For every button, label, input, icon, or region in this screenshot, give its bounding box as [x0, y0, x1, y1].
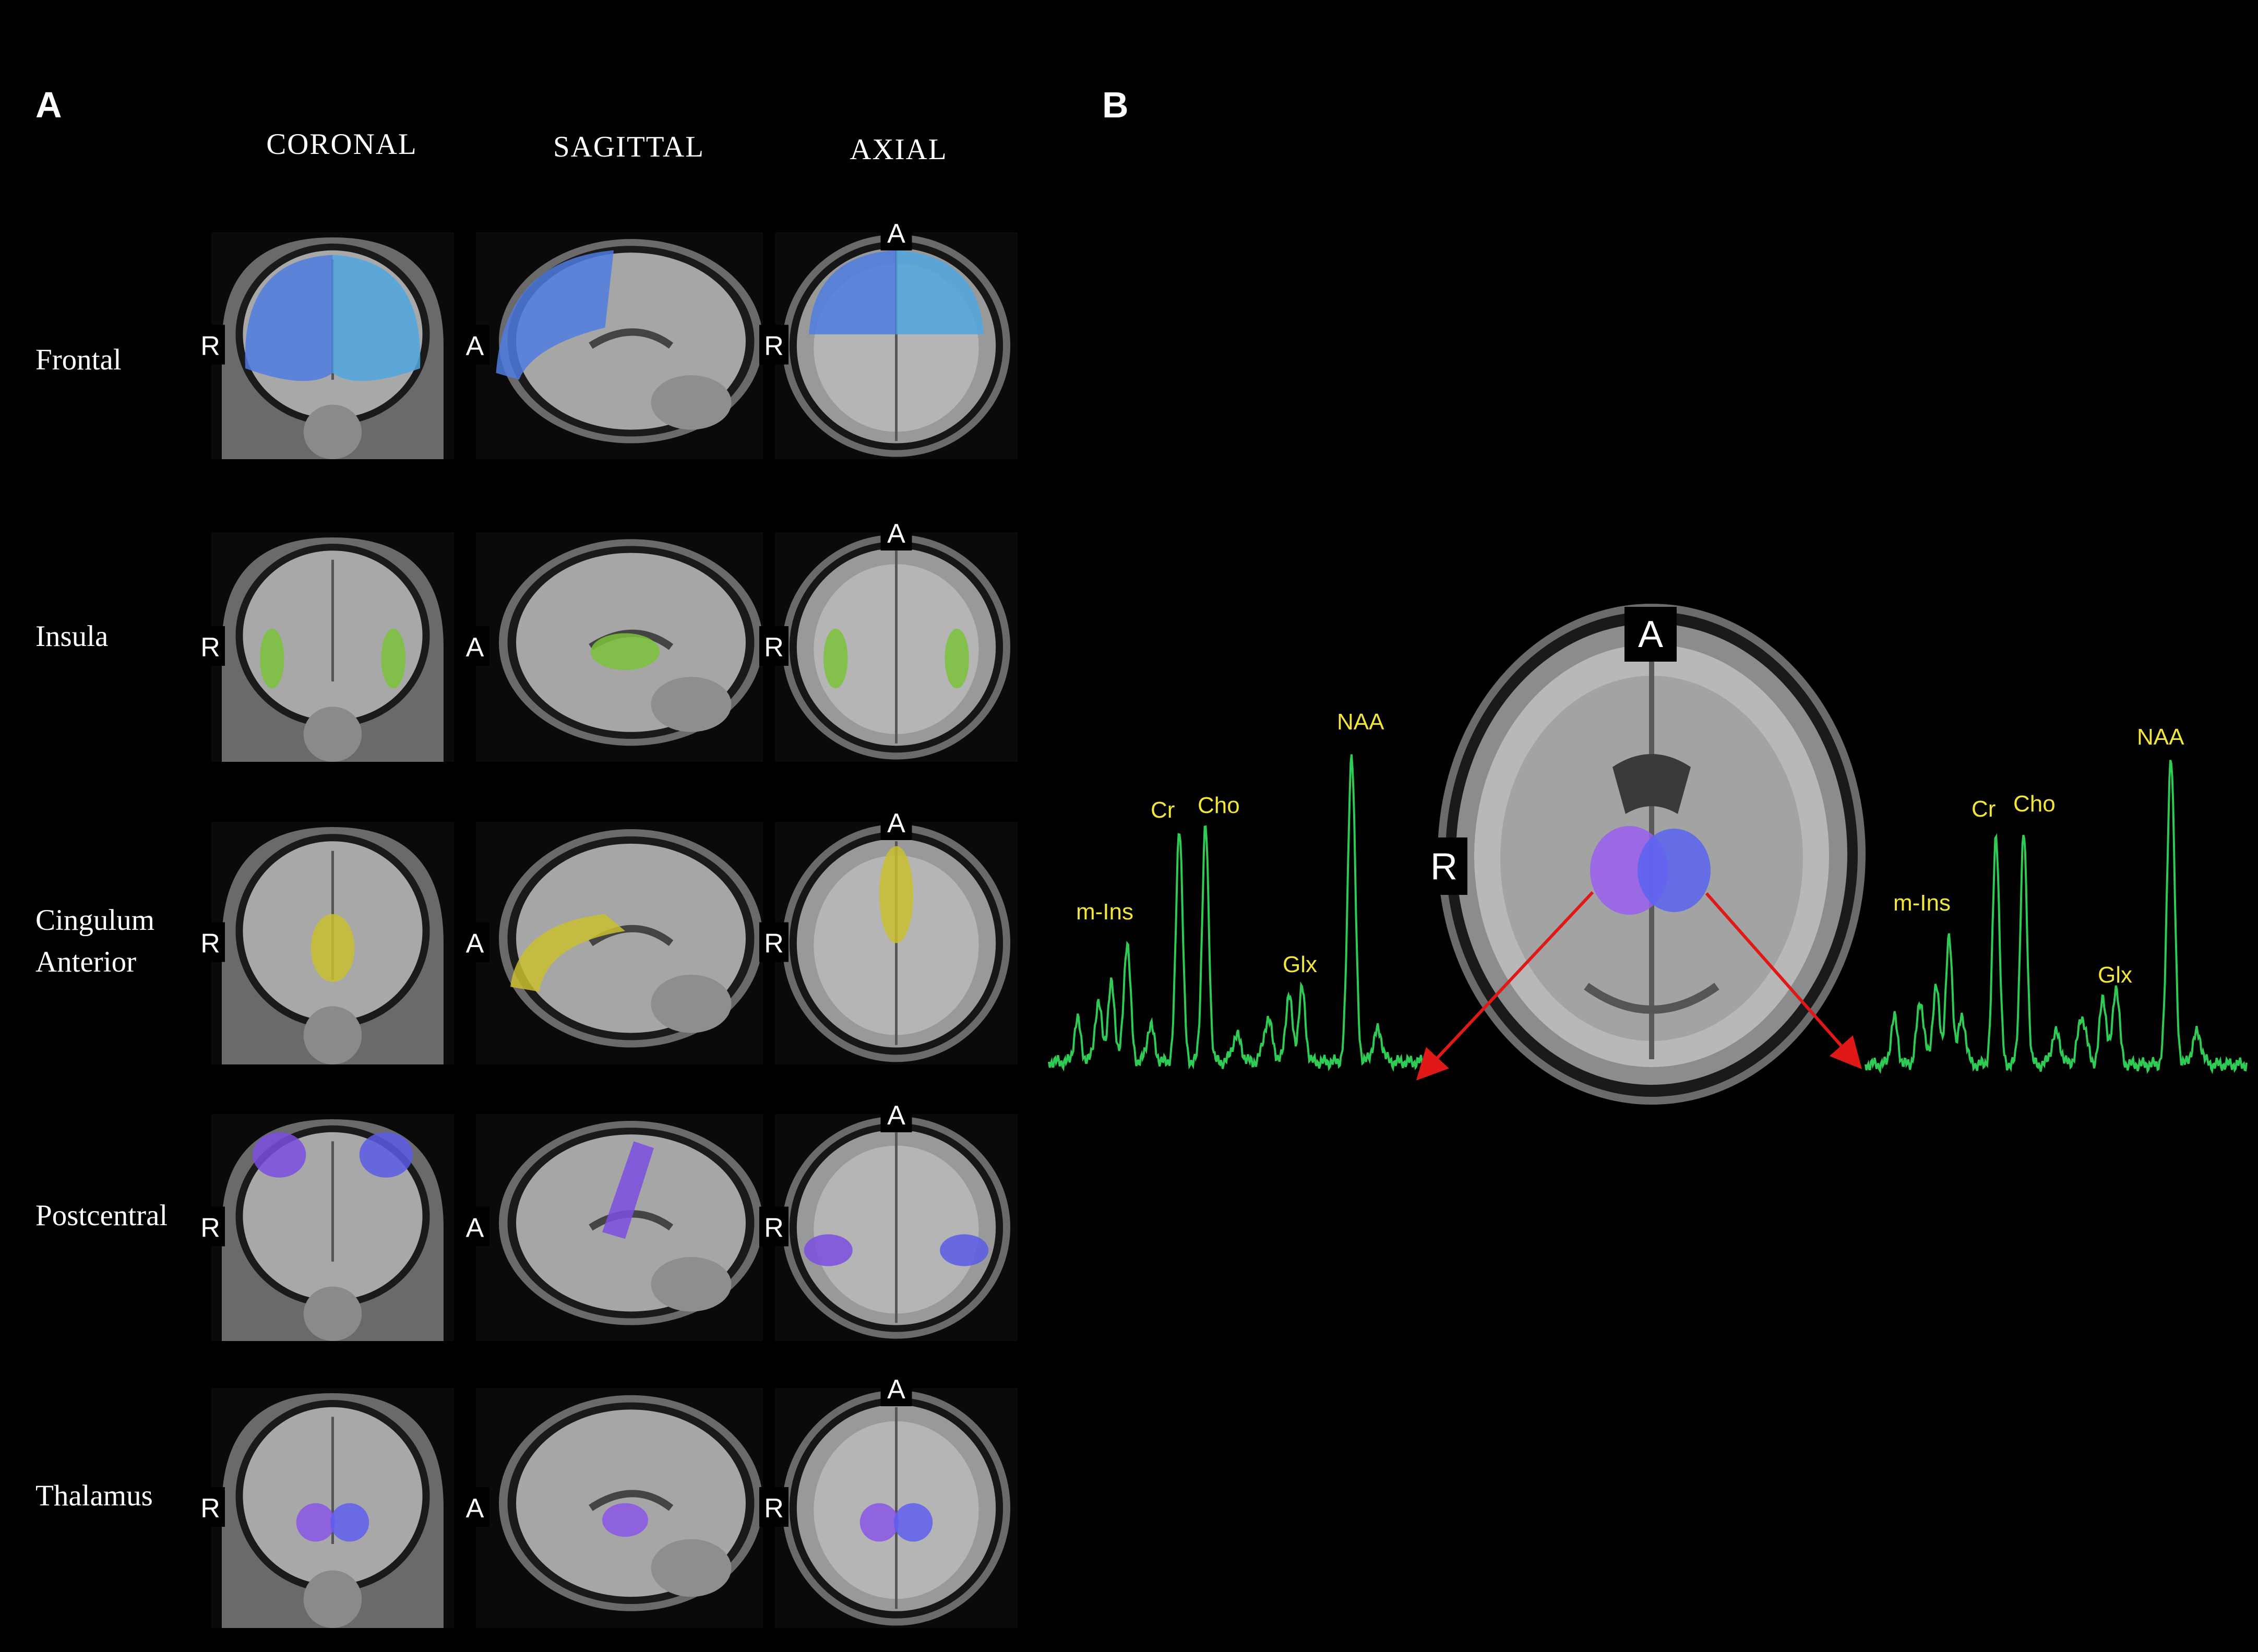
right-thalamus-overlay	[1638, 829, 1711, 912]
orientation-marker-postcentral-axial: R	[764, 1213, 784, 1243]
panel-a-label: A	[35, 85, 62, 125]
peak-label-right-cho: Cho	[2013, 791, 2056, 817]
orientation-marker-insula-sagittal: A	[466, 632, 484, 663]
mri-postcentral-axial: RA	[759, 1096, 1018, 1341]
orientation-marker-cingulum-sagittal: A	[466, 929, 484, 959]
mri-insula-axial: RA	[759, 514, 1018, 762]
orientation-marker-cingulum-axial-anterior: A	[887, 808, 905, 839]
mri-frontal-coronal: R	[196, 232, 454, 459]
mri-thalamus-coronal: R	[196, 1388, 454, 1628]
mri-insula-sagittal: A	[460, 532, 763, 762]
orientation-marker-cingulum-axial: R	[764, 929, 784, 959]
orientation-marker-postcentral-coronal: R	[200, 1213, 220, 1243]
row-label-thalamus: Thalamus	[35, 1479, 153, 1512]
mri-postcentral-sagittal: A	[460, 1114, 763, 1341]
peak-label-left-cr: Cr	[1151, 797, 1175, 823]
mri-cingulum-axial: RA	[759, 804, 1018, 1064]
mri-insula-coronal: R	[196, 532, 454, 762]
mri-cingulum-coronal: R	[196, 822, 454, 1064]
column-header-coronal: CORONAL	[266, 128, 417, 161]
row-label-postcentral: Postcentral	[35, 1199, 168, 1232]
orientation-marker-cingulum-coronal: R	[200, 929, 220, 959]
peak-label-right-cr: Cr	[1972, 796, 1996, 822]
orientation-marker-postcentral-axial-anterior: A	[887, 1100, 905, 1131]
mrs-spectrum-right	[1865, 760, 2248, 1074]
orientation-marker-thalamus-sagittal: A	[466, 1493, 484, 1524]
orientation-marker-frontal-coronal: R	[200, 331, 220, 362]
panel-b-mrs: R A m-Ins Cr Cho Glx NAA m-Ins Cr Cho Gl…	[1048, 604, 2248, 1105]
axial-brain-large	[1438, 604, 1866, 1105]
arrow-right-thalamus-to-spectrum	[1705, 892, 1862, 1069]
orientation-marker-postcentral-sagittal: A	[466, 1213, 484, 1243]
orientation-marker-frontal-axial: R	[764, 331, 784, 362]
orientation-marker-insula-axial-anterior: A	[887, 519, 905, 549]
peak-label-left-m-ins: m-Ins	[1076, 899, 1133, 925]
row-label-cingulum-line1: Cingulum	[35, 904, 154, 937]
orientation-marker-thalamus-axial: R	[764, 1493, 784, 1524]
mri-thalamus-sagittal: A	[460, 1388, 763, 1628]
mri-frontal-axial: RA	[759, 214, 1018, 459]
orientation-marker-thalamus-coronal: R	[200, 1493, 220, 1524]
peak-label-right-glx: Glx	[2098, 962, 2132, 988]
panel-b-label: B	[1102, 85, 1129, 125]
peak-label-right-m-ins: m-Ins	[1893, 890, 1951, 916]
orientation-marker-insula-axial: R	[764, 632, 784, 663]
mri-thalamus-axial: RA	[759, 1370, 1018, 1628]
arrow-left-thalamus-to-spectrum	[1416, 891, 1594, 1081]
orientation-marker-frontal-sagittal: A	[466, 331, 484, 362]
mri-frontal-sagittal: A	[460, 232, 763, 459]
orientation-marker-anterior: A	[1638, 614, 1663, 655]
mri-postcentral-coronal: R	[196, 1114, 454, 1341]
peak-label-left-cho: Cho	[1198, 793, 1240, 818]
mrs-spectrum-left	[1048, 754, 1428, 1072]
mri-cingulum-sagittal: A	[460, 822, 763, 1064]
peak-label-right-naa: NAA	[2137, 724, 2184, 750]
peak-label-left-naa: NAA	[1337, 709, 1384, 735]
column-header-sagittal: SAGITTAL	[553, 130, 704, 163]
orientation-marker-thalamus-axial-anterior: A	[887, 1374, 905, 1405]
orientation-marker-insula-coronal: R	[200, 632, 220, 663]
orientation-marker-right: R	[1430, 846, 1457, 888]
row-label-insula: Insula	[35, 620, 108, 653]
column-header-axial: AXIAL	[850, 133, 947, 166]
row-label-cingulum-line2: Anterior	[35, 945, 136, 978]
row-label-frontal: Frontal	[35, 343, 122, 376]
orientation-marker-frontal-axial-anterior: A	[887, 219, 905, 249]
peak-label-left-glx: Glx	[1283, 952, 1317, 977]
